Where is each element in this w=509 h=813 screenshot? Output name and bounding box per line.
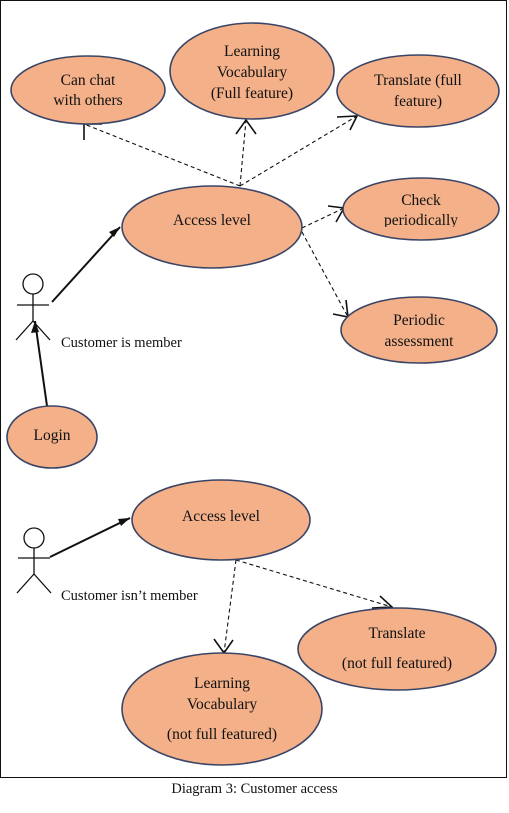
arrowhead-vocab-full bbox=[235, 118, 257, 135]
use-case-vocab-partial-line-3: (not full featured) bbox=[167, 726, 277, 743]
use-case-chat: Can chat with others bbox=[10, 55, 166, 125]
diagram-caption: Diagram 3: Customer access bbox=[171, 781, 338, 797]
dep-access-to-translate-full bbox=[239, 115, 358, 187]
arrowhead-chat bbox=[83, 123, 102, 140]
use-case-assessment-line-1: Periodic bbox=[393, 312, 445, 329]
use-case-access-member: Access level bbox=[121, 185, 303, 269]
use-case-translate-partial-line-1: Translate bbox=[368, 625, 425, 642]
actor-nonmember-icon bbox=[16, 527, 52, 594]
arrowhead-nonmember-access bbox=[118, 518, 130, 526]
association-arrows bbox=[31, 226, 131, 558]
use-case-translate-partial-line-2: (not full featured) bbox=[342, 655, 452, 672]
dep-access-to-vocab-partial bbox=[223, 559, 237, 654]
use-case-translate-full: Translate (full feature) bbox=[336, 54, 500, 128]
use-case-check: Check periodically bbox=[342, 177, 500, 241]
use-case-vocab-full-line-1: Learning bbox=[224, 43, 280, 60]
use-case-login: Login bbox=[6, 405, 98, 469]
use-case-vocab-partial-line-2: Vocabulary bbox=[187, 696, 258, 713]
assoc-nonmember-to-access bbox=[49, 517, 131, 558]
use-case-chat-line-1: Can chat bbox=[61, 72, 116, 89]
arrowhead-translate-partial bbox=[371, 595, 394, 609]
dep-access-to-assessment bbox=[301, 231, 349, 318]
actor-member-icon bbox=[15, 273, 51, 341]
use-case-translate-full-line-2: feature) bbox=[394, 93, 442, 110]
dep-access-to-check bbox=[301, 207, 345, 229]
dep-access-to-chat bbox=[83, 123, 241, 187]
actor-nonmember-label: Customer isn’t member bbox=[61, 588, 198, 604]
use-case-vocab-partial: Learning Vocabulary (not full featured) bbox=[121, 652, 323, 766]
arrowhead-login-member bbox=[31, 321, 39, 333]
use-case-vocab-full: Learning Vocabulary (Full feature) bbox=[169, 22, 335, 120]
use-case-vocab-partial-line-1: Learning bbox=[194, 675, 250, 692]
actor-nonmember: Customer isn’t member bbox=[16, 527, 198, 604]
dep-access-to-translate-partial bbox=[235, 559, 393, 608]
use-case-vocab-full-line-2: Vocabulary bbox=[217, 64, 288, 81]
diagram-frame bbox=[0, 0, 507, 778]
use-case-check-line-2: periodically bbox=[384, 212, 458, 229]
use-case-access-nonmember-label: Access level bbox=[182, 508, 260, 525]
use-case-check-line-1: Check bbox=[401, 192, 441, 209]
actor-member: Customer is member bbox=[15, 273, 182, 351]
use-case-access-member-label: Access level bbox=[173, 212, 251, 229]
use-case-chat-line-2: with others bbox=[53, 92, 122, 109]
use-case-assessment: Periodic assessment bbox=[340, 296, 498, 364]
assoc-login-to-member bbox=[34, 320, 48, 407]
arrowhead-vocab-partial bbox=[213, 638, 234, 655]
use-case-assessment-line-2: assessment bbox=[385, 333, 455, 350]
actor-member-label: Customer is member bbox=[61, 335, 182, 351]
dep-access-to-vocab-full bbox=[239, 119, 247, 187]
use-case-vocab-full-line-3: (Full feature) bbox=[211, 85, 293, 102]
use-case-login-label: Login bbox=[33, 427, 70, 444]
arrowhead-translate-full bbox=[336, 115, 359, 131]
assoc-member-to-access bbox=[51, 226, 121, 303]
arrowhead-member-access bbox=[109, 227, 120, 237]
use-case-translate-partial: Translate (not full featured) bbox=[297, 607, 497, 691]
use-case-translate-full-line-1: Translate (full bbox=[374, 72, 462, 89]
use-case-access-nonmember: Access level bbox=[131, 479, 311, 561]
